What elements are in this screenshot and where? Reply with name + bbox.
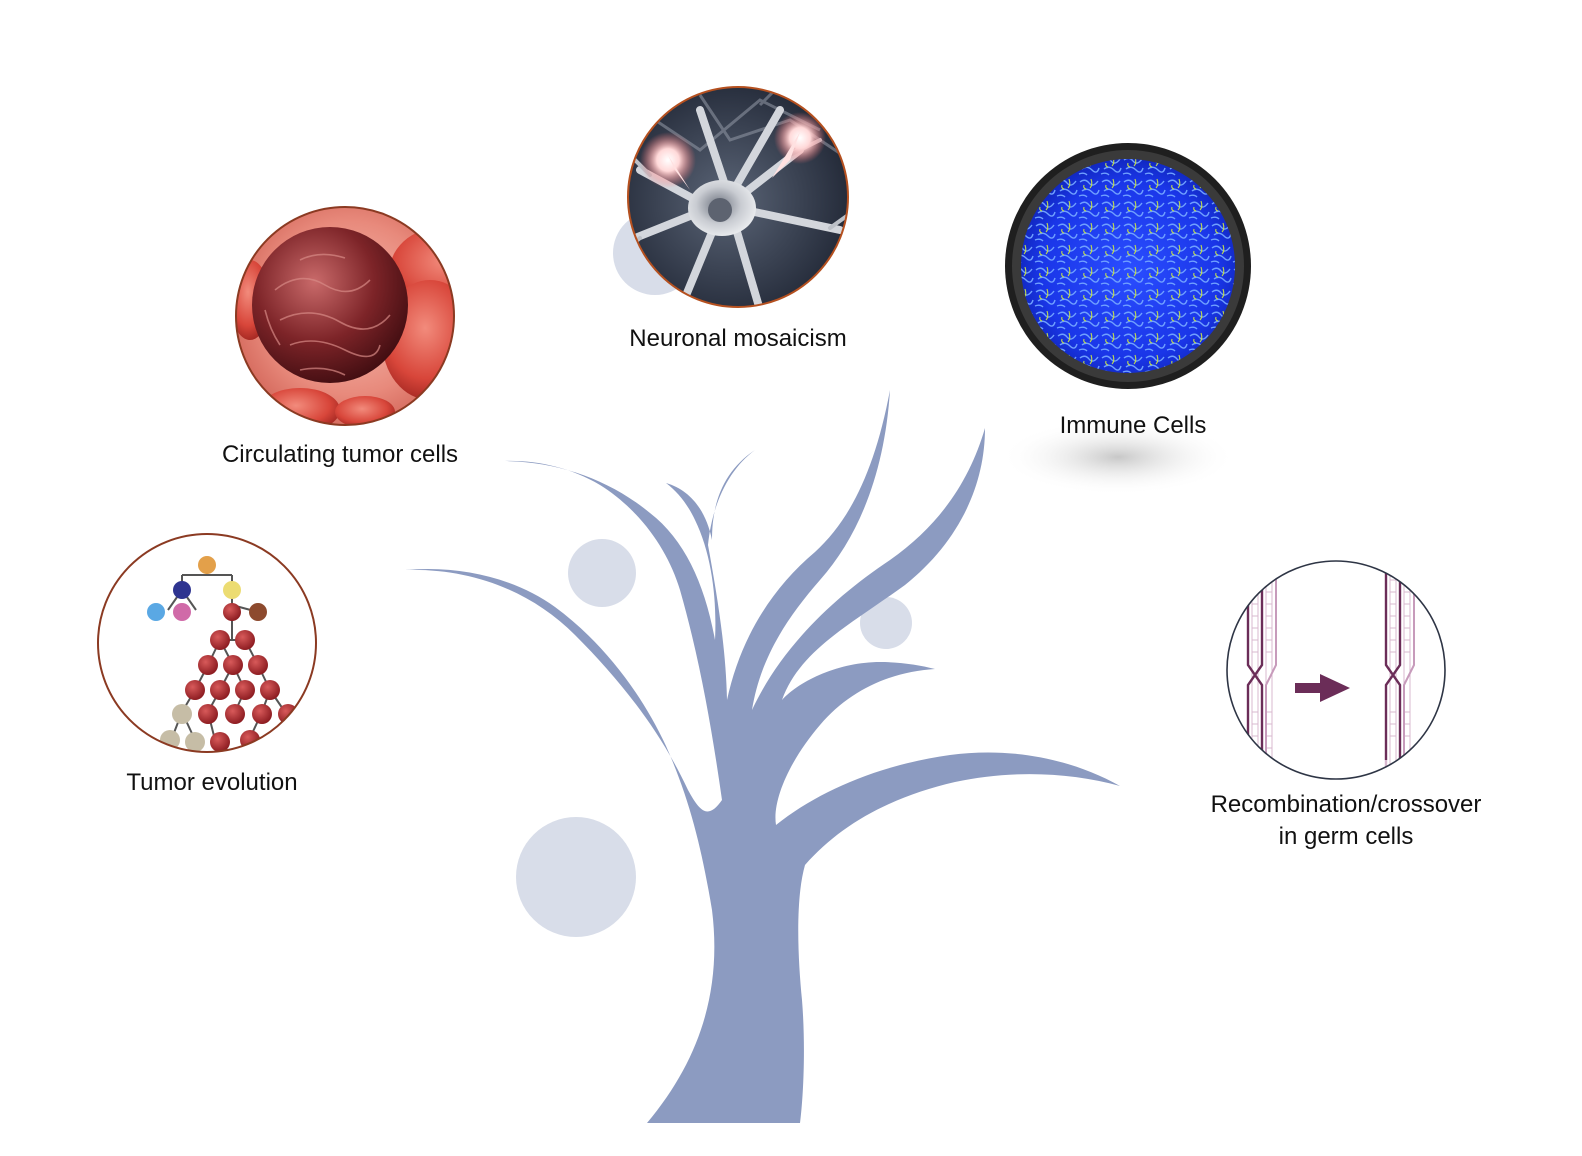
- arrow-icon: [1295, 674, 1350, 702]
- label-neuronal-mosaicism: Neuronal mosaicism: [629, 325, 847, 352]
- germ-cells-node: [1226, 560, 1446, 780]
- tumor-cells-border: [235, 206, 455, 426]
- bubble: [860, 597, 912, 649]
- tumor-cells-node: [235, 206, 455, 426]
- label-circulating-tumor-cells: Circulating tumor cells: [221, 441, 459, 468]
- tumor-cell-icon: [236, 207, 454, 425]
- label-immune-cells: Immune Cells: [1059, 412, 1207, 439]
- chromosome-crossover-icon: [1246, 561, 1415, 779]
- immune-shadow: [1000, 419, 1236, 495]
- germ-cells-border: [1226, 560, 1446, 780]
- label-tumor-evolution: Tumor evolution: [126, 769, 298, 796]
- decorative-bubbles: [516, 211, 912, 937]
- immune-node: [1005, 143, 1251, 389]
- tumor-evolution-node: [97, 533, 317, 753]
- clonal-tree-icon: [147, 556, 298, 752]
- tree-silhouette: [405, 390, 1120, 1123]
- label-germ-cells-line2: in germ cells: [1278, 823, 1414, 850]
- immune-cell-icon: [1021, 159, 1235, 373]
- neuron-node: [627, 86, 849, 308]
- tree-trunk: [405, 390, 1120, 1123]
- neuron-icon: [628, 87, 848, 307]
- tumor-evolution-border: [97, 533, 317, 753]
- neuron-border: [627, 86, 849, 308]
- bubble: [568, 539, 636, 607]
- label-germ-cells: Recombination/crossover in germ cells: [1186, 789, 1506, 853]
- label-germ-cells-line1: Recombination/crossover: [1210, 791, 1482, 818]
- bubble: [516, 817, 636, 937]
